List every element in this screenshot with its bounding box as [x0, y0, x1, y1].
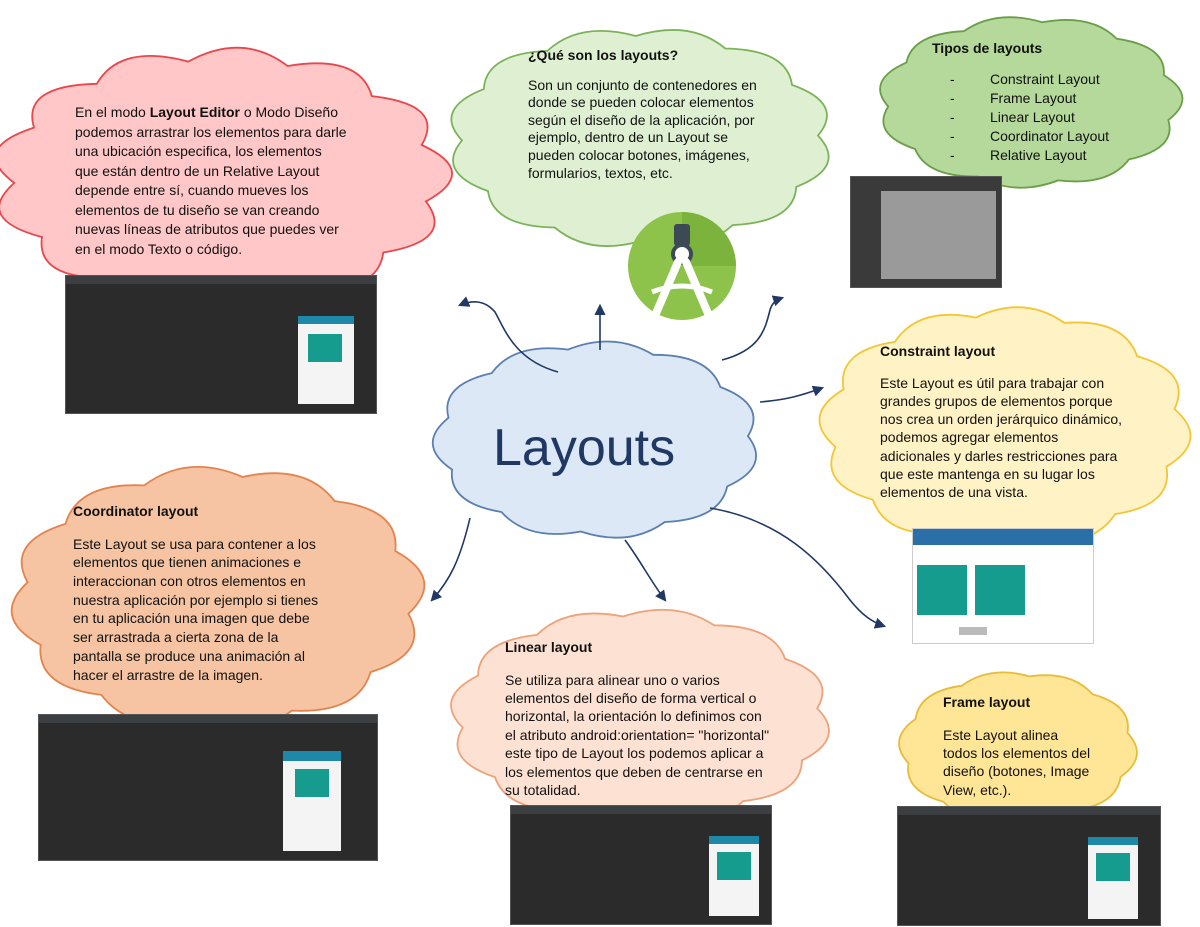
frame-screenshot: [897, 806, 1161, 926]
phone-preview: [298, 316, 354, 404]
frame-text: Frame layout Este Layout alinea todos lo…: [943, 694, 1093, 799]
cloud-layouts-center: [431, 340, 757, 539]
constraint-title: Constraint layout: [880, 343, 996, 359]
arrow-to-linear: [624, 539, 667, 602]
linear-text: Linear layout Se utiliza para alinear un…: [505, 639, 775, 799]
constraint-screenshot: [912, 528, 1094, 644]
arrow-to-layout-editor: [457, 296, 559, 373]
connector-arrows: [430, 295, 887, 629]
arrow-to-frame: [709, 507, 887, 629]
cloud-coordinator: [10, 466, 426, 730]
tipos-title: Tipos de layouts: [932, 40, 1043, 56]
phone-preview: [283, 751, 341, 851]
tipos-item: Coordinator Layout: [942, 127, 1152, 146]
central-title: Layouts: [493, 419, 676, 477]
coordinator-text: Coordinator layout Este Layout se usa pa…: [73, 503, 331, 684]
coordinator-body: Este Layout se usa para contener a los e…: [73, 535, 319, 683]
layout-editor-screenshot: [65, 275, 377, 414]
android-icon: [975, 565, 1025, 615]
arrow-to-tipos: [721, 295, 785, 361]
cloud-linear: [450, 608, 830, 828]
constraint-text: Constraint layout Este Layout es útil pa…: [880, 343, 1126, 502]
coordinator-screenshot: [38, 714, 378, 861]
constraint-body: Este Layout es útil para trabajar con gr…: [880, 374, 1123, 501]
android-icon: [917, 565, 967, 615]
linear-title: Linear layout: [505, 639, 593, 655]
phone-preview: [1088, 837, 1138, 919]
android-studio-logo-icon: [628, 212, 736, 322]
arrow-to-coordinator: [430, 517, 471, 602]
frame-title: Frame layout: [943, 694, 1031, 710]
que-son-text: ¿Qué son los layouts? Son un conjunto de…: [528, 47, 764, 182]
tipos-screenshot: [850, 176, 1002, 288]
linear-screenshot: [510, 805, 772, 925]
tipos-text: Tipos de layouts Constraint Layout Frame…: [932, 40, 1152, 165]
layout-editor-text-end: o Modo Diseño podemos arrastrar los elem…: [75, 104, 347, 257]
layout-editor-text-start: En el modo: [75, 104, 150, 120]
frame-body: Este Layout alinea todos los elementos d…: [943, 726, 1091, 798]
que-son-body: Son un conjunto de contenedores en donde…: [528, 76, 757, 181]
phone-preview: [709, 836, 759, 916]
tipos-item: Linear Layout: [942, 108, 1152, 127]
que-son-title: ¿Qué son los layouts?: [528, 47, 679, 63]
tipos-item: Constraint Layout: [942, 70, 1152, 89]
linear-body: Se utiliza para alinear uno o varios ele…: [505, 671, 770, 799]
tipos-list: Constraint Layout Frame Layout Linear La…: [942, 70, 1152, 165]
tipos-item: Relative Layout: [942, 146, 1152, 165]
layout-editor-bold: Layout Editor: [149, 104, 240, 120]
cloud-constraint: [818, 306, 1192, 550]
coordinator-title: Coordinator layout: [73, 503, 199, 519]
tipos-item: Frame Layout: [942, 89, 1152, 108]
layout-editor-text: En el modo Layout Editor o Modo Diseño p…: [75, 103, 347, 259]
arrow-to-constraint: [759, 385, 825, 403]
